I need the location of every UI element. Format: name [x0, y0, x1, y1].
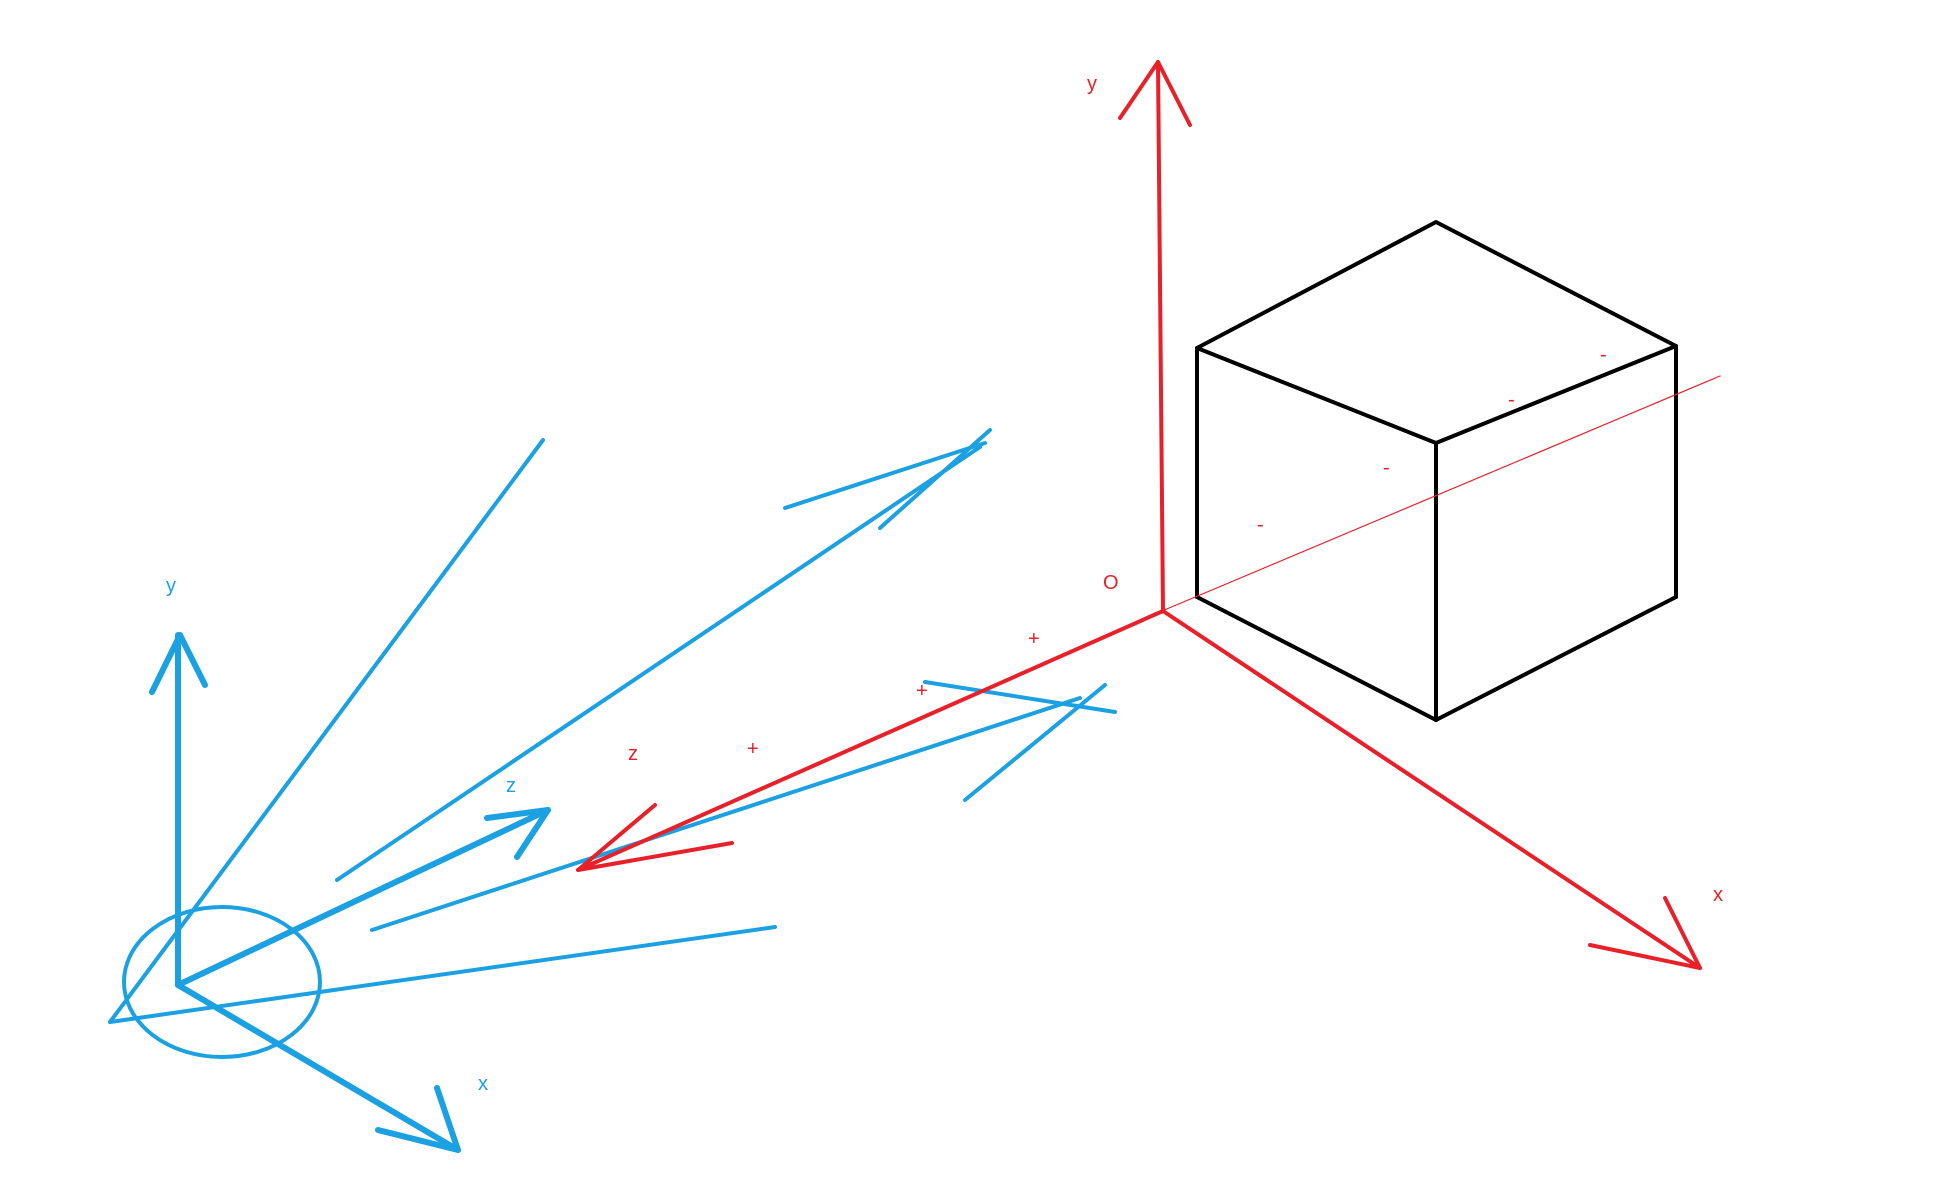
world-z-axis [576, 609, 1165, 872]
camera-y-arrowhead [149, 632, 208, 695]
camera-y-label: y [166, 575, 176, 597]
frustum-line-top [108, 438, 545, 1024]
upper-ray-arrowhead-right [878, 428, 992, 530]
camera-z-label: z [506, 775, 516, 797]
cube [1195, 220, 1678, 722]
world-negative-z-guide [1161, 375, 1721, 612]
camera-lens-ellipse [122, 905, 322, 1059]
lower-ray-cross-tick-a [923, 680, 1117, 714]
camera-x-label: x [478, 1073, 488, 1095]
cube-top-face [1195, 220, 1678, 445]
camera-axes: y x z [122, 575, 551, 1153]
world-z-label: z [628, 743, 638, 765]
minus-sign: - [1257, 514, 1264, 536]
world-x-label: x [1713, 884, 1723, 906]
world-axes: O y x z + + + - - - - [576, 60, 1723, 970]
camera-view-lines [108, 428, 1117, 1024]
minus-sign: - [1383, 457, 1390, 479]
world-x-arrowhead [1588, 896, 1702, 970]
cube-bottom-left-edge [1195, 595, 1438, 722]
plus-sign: + [1028, 628, 1040, 650]
upper-ray-arrowhead-left [783, 441, 987, 510]
view-ray-upper [335, 445, 982, 882]
camera-z-axis [175, 807, 551, 988]
world-z-arrowhead [576, 803, 734, 872]
cube-bottom-right-edge [1434, 595, 1678, 722]
world-y-label: y [1087, 73, 1097, 95]
view-ray-lower [370, 696, 1082, 932]
minus-sign: - [1600, 344, 1607, 366]
camera-x-arrowhead [375, 1085, 461, 1153]
world-y-axis [1156, 60, 1165, 613]
camera-z-arrowhead [484, 807, 551, 860]
world-origin-label: O [1103, 572, 1119, 594]
camera-x-axis [175, 982, 461, 1153]
frustum-line-bottom [108, 925, 777, 1024]
plus-sign: + [747, 738, 759, 760]
lower-ray-cross-tick-b [963, 683, 1107, 802]
plus-sign: + [916, 680, 928, 702]
minus-sign: - [1508, 389, 1515, 411]
world-y-arrowhead [1118, 60, 1192, 127]
world-x-axis [1161, 609, 1702, 970]
